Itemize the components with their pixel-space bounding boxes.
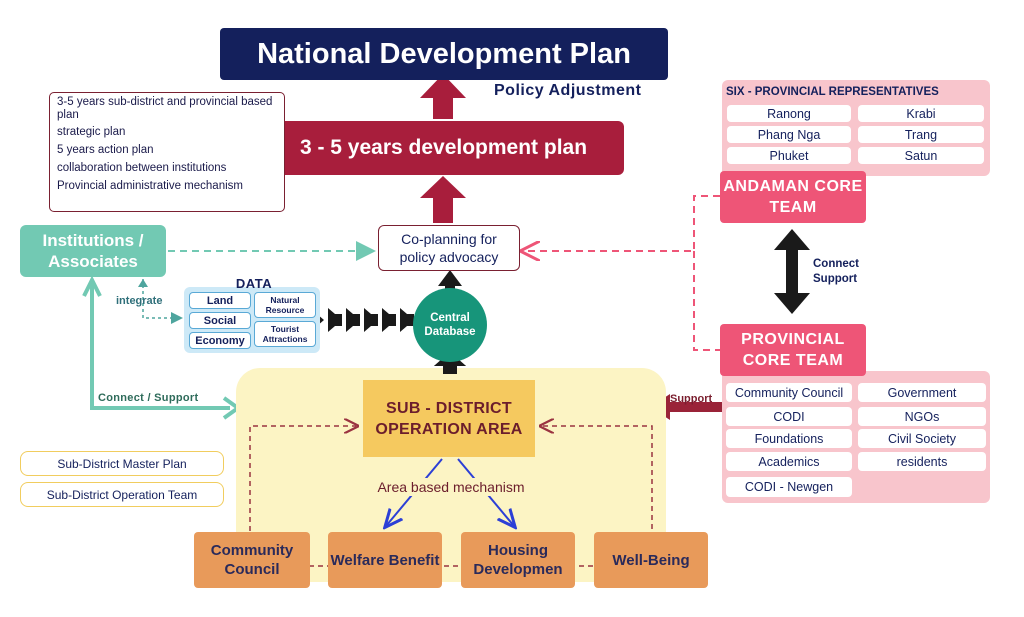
province-item: Phuket <box>727 147 851 164</box>
connector-provincial-coplanning <box>693 251 720 351</box>
note-operation-team: Sub-District Operation Team <box>20 482 224 507</box>
unit-community-council: Community Council <box>194 532 310 588</box>
data-item-economy: Economy <box>189 332 251 349</box>
province-item: Krabi <box>858 105 984 122</box>
member-item: Government <box>858 383 986 402</box>
development-plan-box: 3 - 5 years development plan <box>263 121 624 175</box>
province-item: Phang Nga <box>727 126 851 143</box>
up-arrow-policy <box>420 74 466 119</box>
province-item: Trang <box>858 126 984 143</box>
plan-list-item: 5 years action plan <box>57 144 154 156</box>
andaman-core-team: ANDAMAN CORE TEAM <box>720 171 866 223</box>
central-database: Central Database <box>413 288 487 362</box>
connector-andaman-coplanning <box>524 195 720 251</box>
policy-adjustment-label: Policy Adjustment <box>494 82 642 99</box>
sub-district-operation-area: SUB - DISTRICT OPERATION AREA <box>363 380 535 457</box>
member-item: Community Council <box>726 383 852 402</box>
connector-integrate <box>142 279 183 324</box>
province-item: Satun <box>858 147 984 164</box>
member-item: residents <box>858 452 986 471</box>
unit-housing-development: Housing Developmen <box>461 532 575 588</box>
plan-list-item: collaboration between institutions <box>57 162 227 174</box>
province-item: Ranong <box>727 105 851 122</box>
connect-support-label: Connect / Support <box>98 392 199 404</box>
up-arrow-devplan <box>420 176 466 223</box>
six-provincial-title: SIX - PROVINCIAL REPRESENTATIVES <box>726 86 939 98</box>
connector-institutions-subdistrict <box>90 284 230 410</box>
data-item-tourist-attractions: Tourist Attractions <box>254 321 316 347</box>
note-master-plan: Sub-District Master Plan <box>20 451 224 476</box>
connect-support-right-label: Connect Support <box>813 258 859 285</box>
unit-welfare-benefit: Welfare Benefit <box>328 532 442 588</box>
data-item-social: Social <box>189 312 251 329</box>
co-planning-box: Co-planning for policy advocacy <box>378 225 520 271</box>
integrate-arrowhead-up <box>138 279 148 287</box>
support-label: Support <box>670 393 713 405</box>
member-item: Foundations <box>726 429 852 448</box>
member-item: CODI <box>726 407 852 426</box>
national-development-plan: National Development Plan <box>220 28 668 80</box>
plan-list-item: 3-5 years sub-district and provincial ba… <box>57 96 273 121</box>
connect-arrowhead-up <box>82 275 102 297</box>
member-item: CODI - Newgen <box>726 477 852 497</box>
institutions-box: Institutions / Associates <box>20 225 166 277</box>
provincial-core-team: PROVINCIAL CORE TEAM <box>720 324 866 376</box>
data-item-land: Land <box>189 292 251 309</box>
unit-well-being: Well-Being <box>594 532 708 588</box>
member-item: Academics <box>726 452 852 471</box>
left-chevrons <box>310 308 414 332</box>
double-arrow-connect <box>774 229 810 314</box>
plan-list: 3-5 years sub-district and provincial ba… <box>49 92 285 212</box>
area-based-mechanism-label: Area based mechanism <box>366 478 536 496</box>
data-item-natural-resource: Natural Resource <box>254 292 316 318</box>
data-title: DATA <box>235 275 273 291</box>
plan-list-item: Provincial administrative mechanism <box>57 180 243 192</box>
plan-list-item: strategic plan <box>57 126 126 138</box>
member-item: NGOs <box>858 407 986 426</box>
integrate-label: integrate <box>116 295 163 307</box>
member-item: Civil Society <box>858 429 986 448</box>
